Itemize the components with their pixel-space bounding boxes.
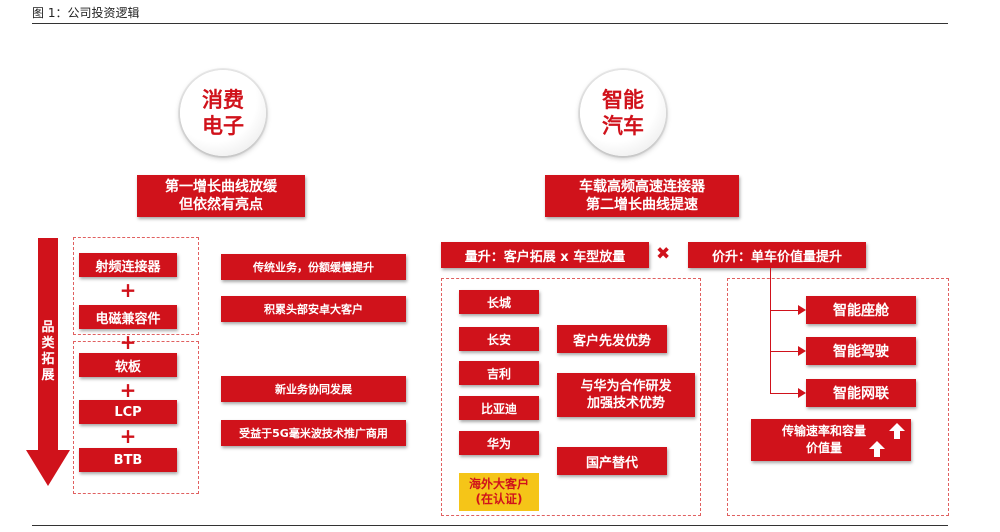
customer-panel [441, 278, 701, 516]
emc-part-box: 电磁兼容件 [79, 305, 177, 329]
top-rule [32, 23, 948, 24]
advantage-huawei-rd: 与华为合作研发 加强技术优势 [557, 373, 695, 417]
advantage-import-substitution: 国产替代 [557, 447, 667, 475]
consumer-note-android: 积累头部安卓大客户 [221, 296, 406, 322]
multiply-icon: ✖ [656, 244, 671, 264]
customer-great-wall: 长城 [459, 290, 539, 314]
advantage-first-mover: 客户先发优势 [557, 325, 667, 353]
up-arrow-icon [869, 441, 885, 457]
customer-changan: 长安 [459, 327, 539, 351]
consumer-group-top [73, 237, 199, 335]
volume-growth-box: 量升：客户拓展 x 车型放量 [441, 242, 649, 268]
plus-icon: + [119, 330, 137, 354]
plus-icon: + [119, 378, 137, 402]
auto-circle-label: 智能 汽车 [602, 88, 644, 138]
auto-summary-box: 车载高频高速连接器 第二增长曲线提速 [545, 175, 739, 217]
transmission-value-label: 传输速率和容量 价值量 [781, 424, 866, 455]
arrow-right-icon [798, 305, 806, 315]
value-smart-connectivity: 智能网联 [806, 379, 916, 407]
flexible-board-box: 软板 [79, 353, 177, 377]
consumer-summary-box: 第一增长曲线放缓 但依然有亮点 [137, 175, 305, 217]
connector-line [770, 310, 800, 311]
customer-geely: 吉利 [459, 361, 539, 385]
connector-line [770, 393, 800, 394]
bottom-rule [32, 525, 948, 526]
arrow-right-icon [798, 388, 806, 398]
figure-title: 图 1：公司投资逻辑 [32, 6, 140, 20]
value-smart-driving: 智能驾驶 [806, 337, 916, 365]
category-expansion-arrow-icon [26, 238, 70, 486]
up-arrow-icon [889, 423, 905, 439]
plus-icon: + [119, 424, 137, 448]
customer-huawei: 华为 [459, 431, 539, 455]
btb-box: BTB [79, 448, 177, 472]
value-smart-cockpit: 智能座舱 [806, 296, 916, 324]
connector-line [770, 268, 771, 394]
consumer-circle-label: 消费 电子 [202, 88, 244, 138]
lcp-box: LCP [79, 400, 177, 424]
value-panel [727, 278, 949, 516]
customer-byd: 比亚迪 [459, 396, 539, 420]
connector-line [770, 351, 800, 352]
consumer-electronics-circle: 消费 电子 [180, 70, 266, 156]
consumer-note-5g: 受益于5G毫米波技术推广商用 [221, 420, 406, 446]
consumer-note-traditional: 传统业务，份额缓慢提升 [221, 254, 406, 280]
category-expansion-label: 品类拓展 [41, 320, 55, 383]
rf-connector-box: 射频连接器 [79, 253, 177, 277]
transmission-value-box: 传输速率和容量 价值量 [751, 419, 911, 461]
arrow-right-icon [798, 346, 806, 356]
price-growth-box: 价升：单车价值量提升 [688, 242, 866, 268]
consumer-group-bottom [73, 341, 199, 494]
smart-auto-circle: 智能 汽车 [580, 70, 666, 156]
customer-overseas: 海外大客户 (在认证) [459, 473, 539, 511]
consumer-note-new-business: 新业务协同发展 [221, 376, 406, 402]
plus-icon: + [119, 278, 137, 302]
